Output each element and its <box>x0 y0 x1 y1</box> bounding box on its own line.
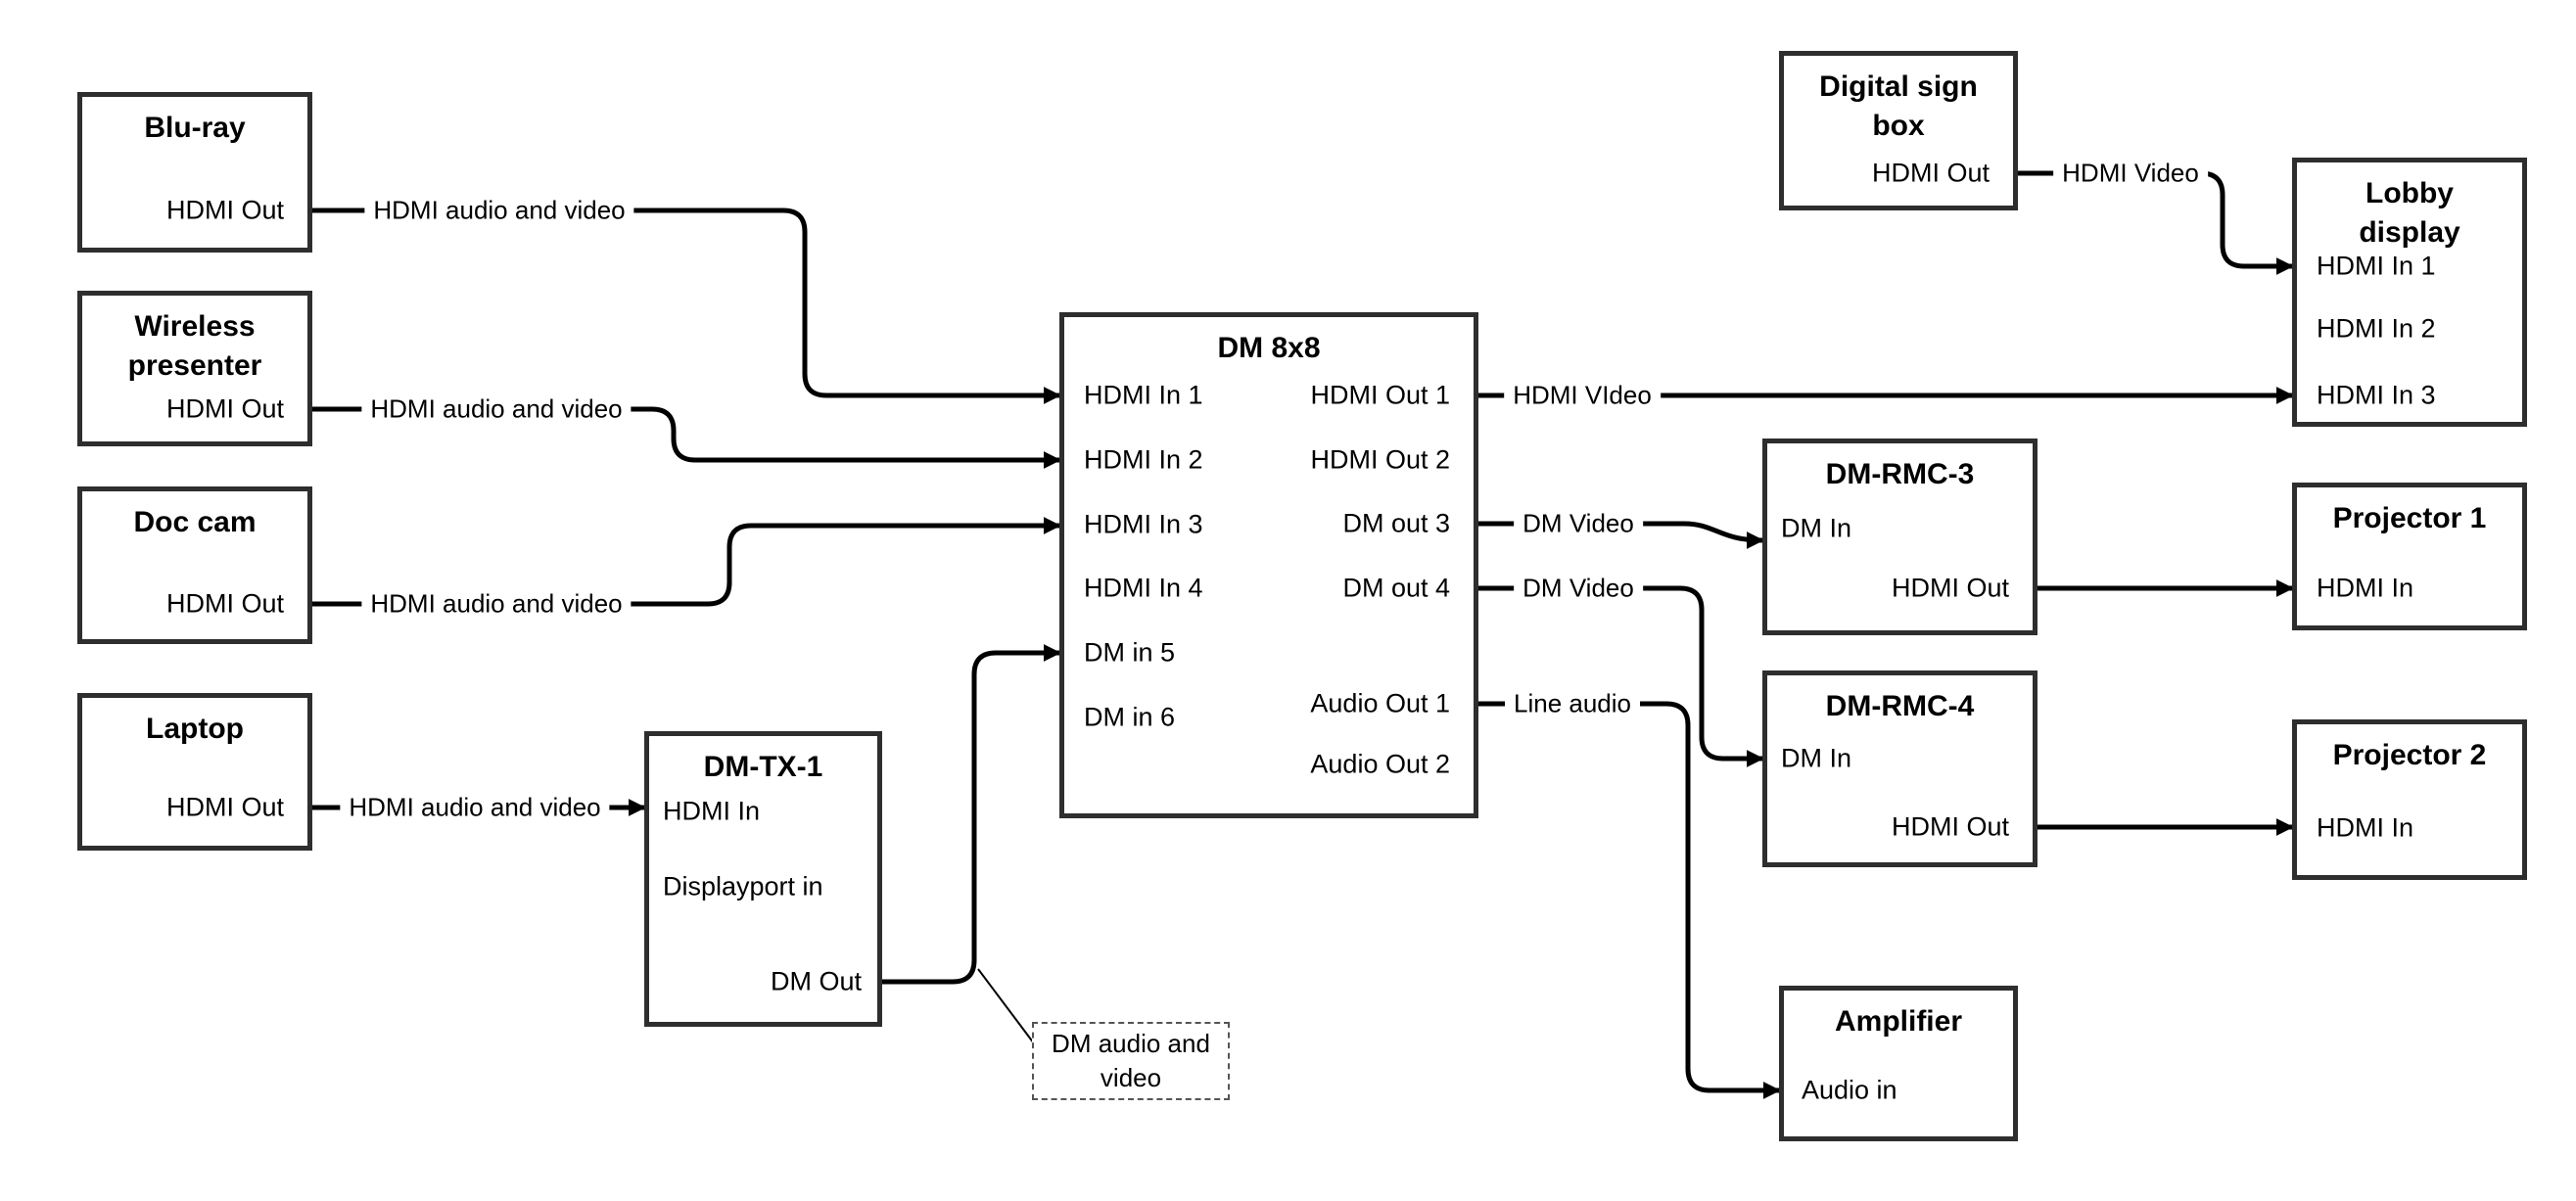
port-bluray-hdmi-out: HDMI Out <box>165 195 284 225</box>
wire-wireless-to-dm8x8-in2 <box>312 406 1061 469</box>
wire-doccam-to-dm8x8-in3 <box>312 517 1061 607</box>
port-rmc3-dm-in: DM In <box>1781 513 1852 543</box>
edge-label-hdmi-video-out1: HDMI VIdeo <box>1504 379 1661 412</box>
node-doc-cam: Doc cam HDMI Out <box>77 486 312 644</box>
port-dm8x8-hdmi-out-2: HDMI Out 2 <box>1310 444 1450 475</box>
node-bluray: Blu-ray HDMI Out <box>77 92 312 253</box>
edge-label-wireless-hdmi-av: HDMI audio and video <box>361 393 632 426</box>
port-dmtx1-hdmi-in: HDMI In <box>663 796 761 826</box>
node-dm-tx-1: DM-TX-1 HDMI In Displayport in DM Out <box>644 731 882 1027</box>
node-projector-1: Projector 1 HDMI In <box>2292 483 2527 630</box>
edge-label-line-audio: Line audio <box>1505 687 1640 720</box>
node-title: Projector 1 <box>2332 502 2487 534</box>
node-wireless-presenter: Wireless presenter HDMI Out <box>77 291 312 446</box>
port-amp-audio-in: Audio in <box>1802 1075 1897 1105</box>
port-dm8x8-hdmi-out-1: HDMI Out 1 <box>1310 380 1450 410</box>
node-title: DM-RMC-4 <box>1825 690 1975 722</box>
port-dm8x8-dm-out-3: DM out 3 <box>1342 508 1450 538</box>
port-wireless-hdmi-out: HDMI Out <box>165 393 284 424</box>
port-doccam-hdmi-out: HDMI Out <box>165 588 284 619</box>
wire-dm8x8-out3-to-rmc3 <box>1478 521 1764 549</box>
edge-label-laptop-hdmi-av: HDMI audio and video <box>340 791 610 824</box>
port-dm8x8-audio-out-2: Audio Out 2 <box>1310 749 1450 779</box>
port-dm8x8-dm-out-4: DM out 4 <box>1342 573 1450 603</box>
port-dm8x8-hdmi-in-3: HDMI In 3 <box>1084 509 1203 539</box>
port-dmtx1-dm-out: DM Out <box>770 966 862 996</box>
port-dm8x8-hdmi-in-1: HDMI In 1 <box>1084 380 1203 410</box>
edge-label-dm-video-out3: DM Video <box>1514 507 1643 540</box>
node-dm-rmc-3: DM-RMC-3 DM In HDMI Out <box>1762 439 2037 635</box>
node-projector-2: Projector 2 HDMI In <box>2292 719 2527 880</box>
node-title: Wireless presenter <box>127 310 262 382</box>
port-dmtx1-displayport-in: Displayport in <box>663 871 823 901</box>
node-laptop: Laptop HDMI Out <box>77 693 312 851</box>
node-title: DM-RMC-3 <box>1825 458 1975 490</box>
node-dm-8x8: DM 8x8 HDMI In 1 HDMI In 2 HDMI In 3 HDM… <box>1059 312 1478 818</box>
port-proj2-hdmi-in: HDMI In <box>2317 812 2414 843</box>
port-signbox-hdmi-out: HDMI Out <box>1871 158 1990 188</box>
edge-label-bluray-hdmi-av: HDMI audio and video <box>364 194 634 227</box>
node-title: Projector 2 <box>2332 739 2487 771</box>
port-dm8x8-hdmi-in-2: HDMI In 2 <box>1084 444 1203 475</box>
port-dm8x8-dm-in-6: DM in 6 <box>1084 702 1176 732</box>
note-text: DM audio and video <box>1052 1028 1210 1092</box>
node-digital-sign-box: Digital sign box HDMI Out <box>1779 51 2018 210</box>
edge-label-hdmi-video-sign: HDMI Video <box>2053 157 2208 190</box>
port-lobby-hdmi-in-2: HDMI In 2 <box>2317 313 2436 344</box>
edge-label-dm-video-out4: DM Video <box>1514 572 1643 605</box>
wire-dm8x8-out4-to-rmc4 <box>1478 585 1764 767</box>
node-title: Laptop <box>146 713 244 745</box>
wire-signbox-to-lobby-in1 <box>2018 170 2294 275</box>
port-lobby-hdmi-in-1: HDMI In 1 <box>2317 251 2436 281</box>
node-title: DM-TX-1 <box>703 751 823 783</box>
edge-label-doccam-hdmi-av: HDMI audio and video <box>361 587 632 621</box>
port-dm8x8-dm-in-5: DM in 5 <box>1084 637 1176 668</box>
node-title: Amplifier <box>1834 1005 1963 1038</box>
port-lobby-hdmi-in-3: HDMI In 3 <box>2317 380 2436 410</box>
port-rmc4-hdmi-out: HDMI Out <box>1891 811 2009 842</box>
node-dm-rmc-4: DM-RMC-4 DM In HDMI Out <box>1762 670 2037 867</box>
node-title: Blu-ray <box>144 112 246 144</box>
node-title: Digital sign box <box>1819 70 1978 142</box>
port-rmc3-hdmi-out: HDMI Out <box>1891 573 2009 603</box>
wire-dmtx1-to-dm8x8-in5 <box>882 644 1061 985</box>
port-proj1-hdmi-in: HDMI In <box>2317 573 2414 603</box>
port-dm8x8-hdmi-in-4: HDMI In 4 <box>1084 573 1203 603</box>
node-title: DM 8x8 <box>1217 332 1321 364</box>
port-laptop-hdmi-out: HDMI Out <box>165 792 284 822</box>
note-dm-audio-and-video: DM audio and video <box>1032 1022 1230 1100</box>
port-dm8x8-audio-out-1: Audio Out 1 <box>1310 688 1450 718</box>
node-title: Lobby display <box>2359 177 2460 249</box>
port-rmc4-dm-in: DM In <box>1781 743 1852 773</box>
wire-dm8x8-audio1-to-amp <box>1478 701 1781 1099</box>
node-title: Doc cam <box>133 506 257 538</box>
note-leader-line <box>977 968 1035 1044</box>
node-amplifier: Amplifier Audio in <box>1779 986 2018 1141</box>
node-lobby-display: Lobby display HDMI In 1 HDMI In 2 HDMI I… <box>2292 158 2527 427</box>
wire-bluray-to-dm8x8-in1 <box>312 208 1061 404</box>
